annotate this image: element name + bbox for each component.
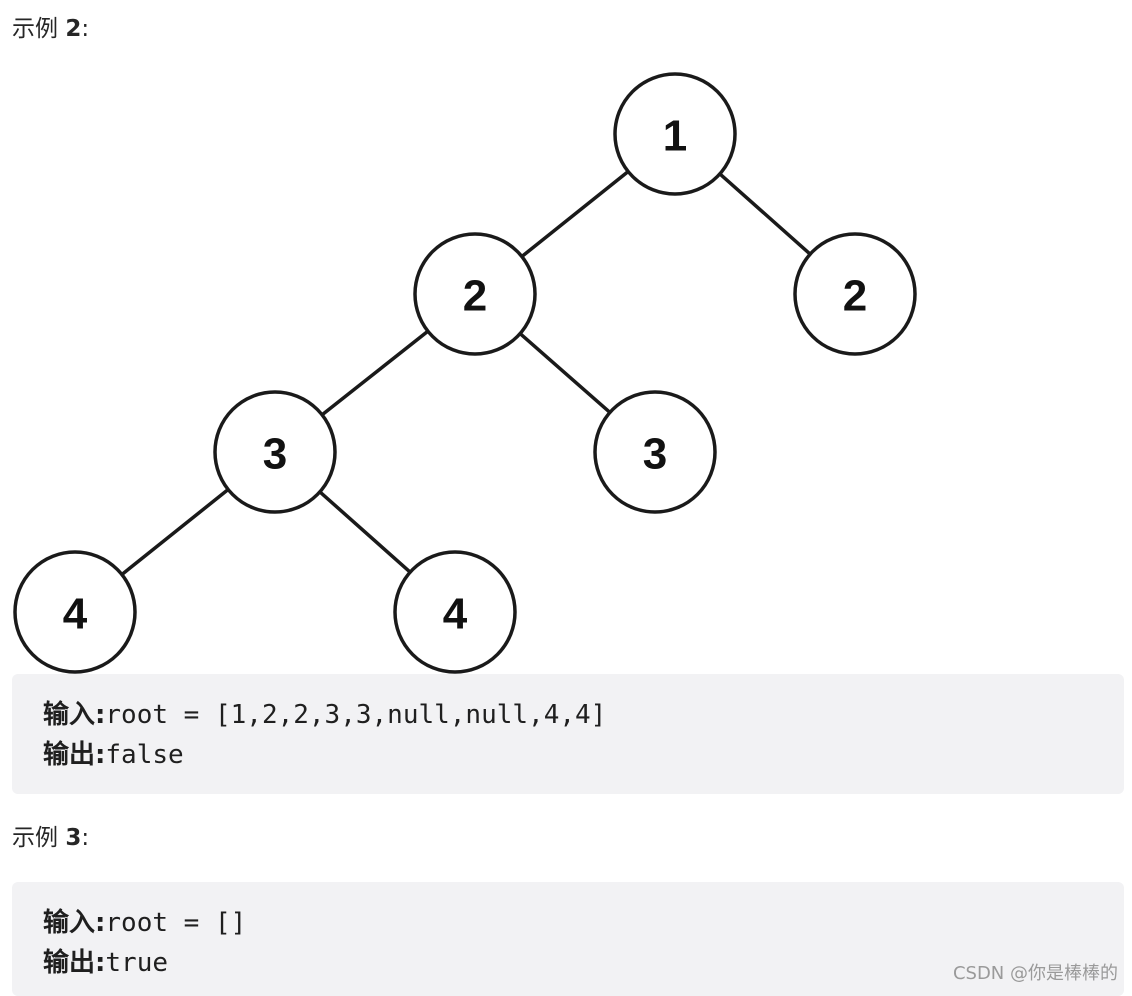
example-2-input-value: root = [1,2,2,3,3,null,null,4,4] [105, 700, 607, 730]
example-3-code-block: 输入:root = [] 输出:true [12, 882, 1124, 996]
example-3-output-line: 输出:true [43, 943, 1124, 983]
tree-node-label: 2 [843, 272, 867, 321]
tree-node-circle [793, 232, 917, 356]
example-3-heading-number: 3 [65, 825, 82, 851]
watermark: CSDN @你是棒棒的 [952, 963, 1118, 984]
example-2-output-line: 输出:false [43, 735, 1124, 775]
tree-node: 2 [413, 232, 537, 356]
example-3-heading-prefix: 示例 [12, 825, 66, 851]
tree-node-circle [393, 550, 517, 674]
tree-node-label: 2 [463, 272, 487, 321]
tree-edges [73, 132, 857, 614]
tree-node-circle [613, 72, 737, 196]
example-2-output-value: false [105, 740, 184, 770]
tree-node-circle [13, 550, 137, 674]
tree-node: 4 [393, 550, 517, 674]
tree-node-label: 4 [63, 590, 88, 639]
example-3-input-value: root = [] [105, 908, 247, 938]
tree-node-label: 4 [443, 590, 468, 639]
tree-node: 3 [593, 390, 717, 514]
tree-node-circle [413, 232, 537, 356]
example-2-input-line: 输入:root = [1,2,2,3,3,null,null,4,4] [43, 695, 1124, 735]
example-3-output-value: true [105, 948, 169, 978]
tree-node-label: 1 [663, 112, 687, 161]
binary-tree-diagram: 1 2 2 3 3 4 4 [13, 72, 917, 674]
tree-node: 4 [13, 550, 137, 674]
tree-node-label: 3 [643, 430, 667, 479]
tree-node-label: 3 [263, 430, 287, 479]
example-2-output-label: 输出: [43, 740, 106, 770]
tree-node: 3 [213, 390, 337, 514]
tree-node-circle [593, 390, 717, 514]
example-3-heading: 示例 3: [12, 823, 89, 853]
example-2-heading-suffix: : [81, 16, 90, 42]
example-3-heading-suffix: : [81, 825, 90, 851]
example-3-input-line: 输入:root = [] [43, 903, 1124, 943]
example-2-code-block: 输入:root = [1,2,2,3,3,null,null,4,4] 输出:f… [12, 674, 1124, 794]
example-3-input-label: 输入: [43, 908, 106, 938]
tree-nodes: 1 2 2 3 3 4 4 [13, 72, 917, 674]
example-2-heading-prefix: 示例 [12, 16, 66, 42]
tree-node: 2 [793, 232, 917, 356]
tree-node: 1 [613, 72, 737, 196]
example-3-output-label: 输出: [43, 948, 106, 978]
example-2-heading-number: 2 [65, 16, 82, 42]
example-2-heading: 示例 2: [12, 14, 89, 44]
example-2-input-label: 输入: [43, 700, 106, 730]
tree-node-circle [213, 390, 337, 514]
